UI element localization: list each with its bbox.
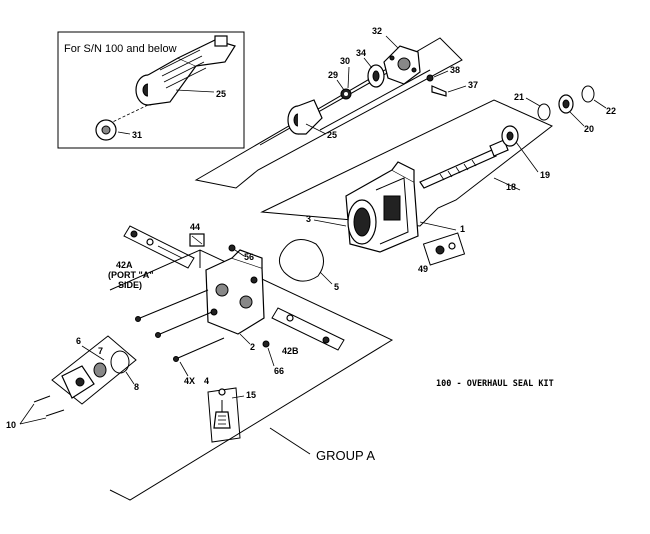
callout-2: 2 bbox=[250, 342, 255, 352]
callout-49: 49 bbox=[418, 264, 428, 274]
callout-5: 5 bbox=[334, 282, 339, 292]
upper-exploded-lines bbox=[194, 37, 463, 189]
callout-38: 38 bbox=[450, 65, 460, 75]
bearing-25 bbox=[287, 99, 323, 135]
callout-4: 4 bbox=[204, 376, 209, 386]
pin-37-38 bbox=[426, 74, 447, 97]
callout-22: 22 bbox=[606, 106, 616, 116]
callout-42a-side: SIDE) bbox=[118, 280, 142, 290]
plug-44 bbox=[189, 233, 205, 247]
callout-20: 20 bbox=[584, 124, 594, 134]
callout-19: 19 bbox=[540, 170, 550, 180]
callout-30: 30 bbox=[340, 56, 350, 66]
callout-29: 29 bbox=[328, 70, 338, 80]
callout-37: 37 bbox=[468, 80, 478, 90]
callout-8: 8 bbox=[134, 382, 139, 392]
callout-15: 15 bbox=[246, 390, 256, 400]
callout-42a-port: (PORT "A" bbox=[108, 270, 154, 280]
plug-66 bbox=[262, 340, 270, 348]
callout-32: 32 bbox=[372, 26, 382, 36]
callout-34: 34 bbox=[356, 48, 366, 58]
callout-31: 31 bbox=[132, 130, 142, 140]
callout-10: 10 bbox=[6, 420, 16, 430]
seal-29-30 bbox=[340, 88, 352, 100]
callout-42a: 42A bbox=[116, 260, 133, 270]
overhaul-seal-kit-note: 100 - OVERHAUL SEAL KIT bbox=[436, 379, 554, 389]
callout-21: 21 bbox=[514, 92, 524, 102]
group-a-outline bbox=[109, 249, 394, 501]
snap-ring-22 bbox=[581, 85, 595, 103]
callout-25-inset: 25 bbox=[216, 89, 226, 99]
group-a-label: GROUP A bbox=[316, 448, 375, 463]
bearing-34 bbox=[367, 64, 385, 88]
gasket-5 bbox=[278, 239, 324, 282]
callout-25: 25 bbox=[327, 130, 337, 140]
inset-box: For S/N 100 and below 25 31 bbox=[57, 31, 245, 149]
shaft-group-outline bbox=[260, 99, 553, 227]
old-pump-assembly-drawing bbox=[95, 35, 236, 141]
cap-32 bbox=[383, 45, 421, 85]
gerotor-7 bbox=[93, 362, 107, 378]
bearing-20 bbox=[558, 94, 574, 114]
callout-56: 56 bbox=[244, 252, 254, 262]
callout-7: 7 bbox=[98, 346, 103, 356]
inset-title: For S/N 100 and below bbox=[64, 43, 177, 55]
input-shaft-18 bbox=[419, 139, 509, 189]
callout-44: 44 bbox=[190, 222, 200, 232]
callout-18: 18 bbox=[506, 182, 516, 192]
relief-valve-15 bbox=[207, 387, 241, 443]
bearing-19 bbox=[501, 125, 519, 147]
callout-1: 1 bbox=[460, 224, 465, 234]
callout-42b: 42B bbox=[282, 346, 299, 356]
plug-56 bbox=[228, 244, 236, 252]
screws-10 bbox=[33, 395, 65, 417]
callout-4x: 4X bbox=[184, 376, 195, 386]
seal-21 bbox=[537, 103, 551, 121]
callout-3: 3 bbox=[306, 214, 311, 224]
end-cap-2 bbox=[205, 249, 265, 335]
callout-6: 6 bbox=[76, 336, 81, 346]
check-valve-42a bbox=[123, 225, 195, 269]
check-valve-42b bbox=[271, 307, 345, 351]
o-ring-8 bbox=[110, 350, 130, 374]
fitting-49 bbox=[422, 232, 466, 266]
bolts-4 bbox=[135, 289, 225, 362]
housing-1 bbox=[345, 161, 419, 253]
callout-66: 66 bbox=[274, 366, 284, 376]
